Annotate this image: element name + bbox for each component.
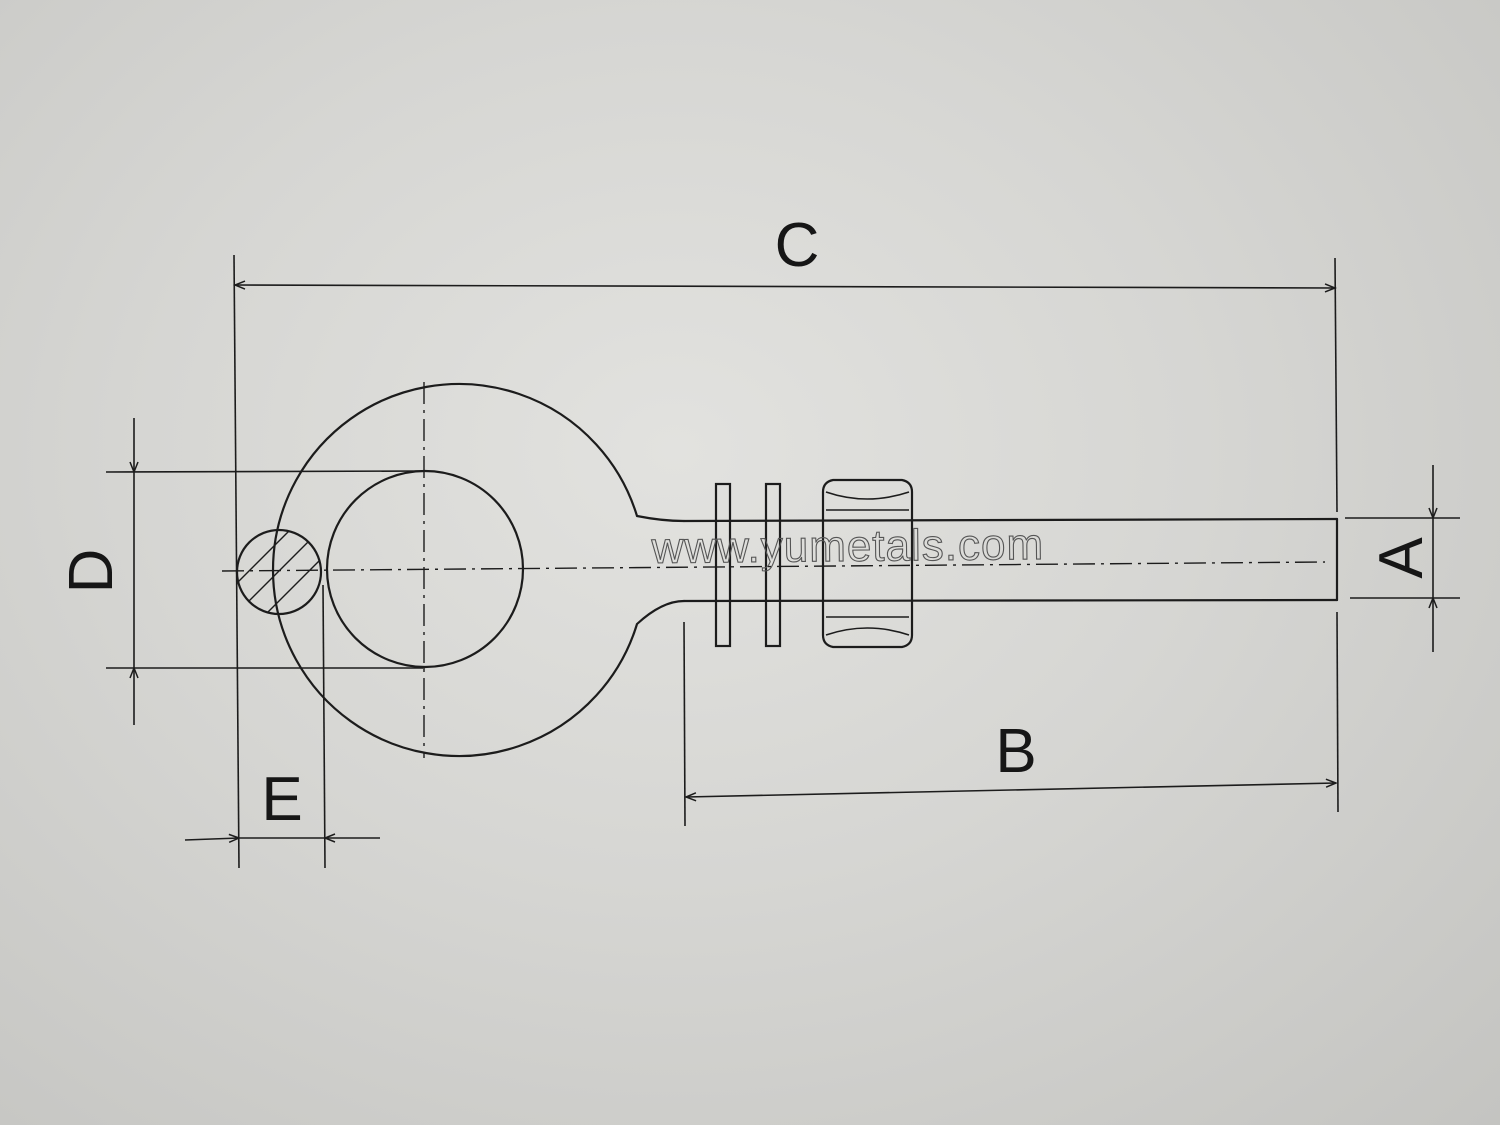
label-e: E [261, 765, 302, 834]
dimension-e [184, 584, 380, 869]
dimension-a [1345, 465, 1460, 652]
label-c: C [775, 211, 820, 280]
label-b: B [995, 717, 1036, 786]
washer-1 [714, 482, 732, 648]
hex-nut [821, 478, 914, 649]
washer-2 [764, 482, 782, 648]
label-a: A [1367, 537, 1436, 579]
label-d: D [57, 549, 126, 594]
dimension-d [105, 418, 426, 725]
shank [682, 517, 1339, 603]
dimension-b [683, 611, 1339, 827]
watermark: www.yumetals.com [650, 520, 1044, 573]
dimension-c [234, 254, 1338, 869]
eye-outline [271, 382, 686, 758]
